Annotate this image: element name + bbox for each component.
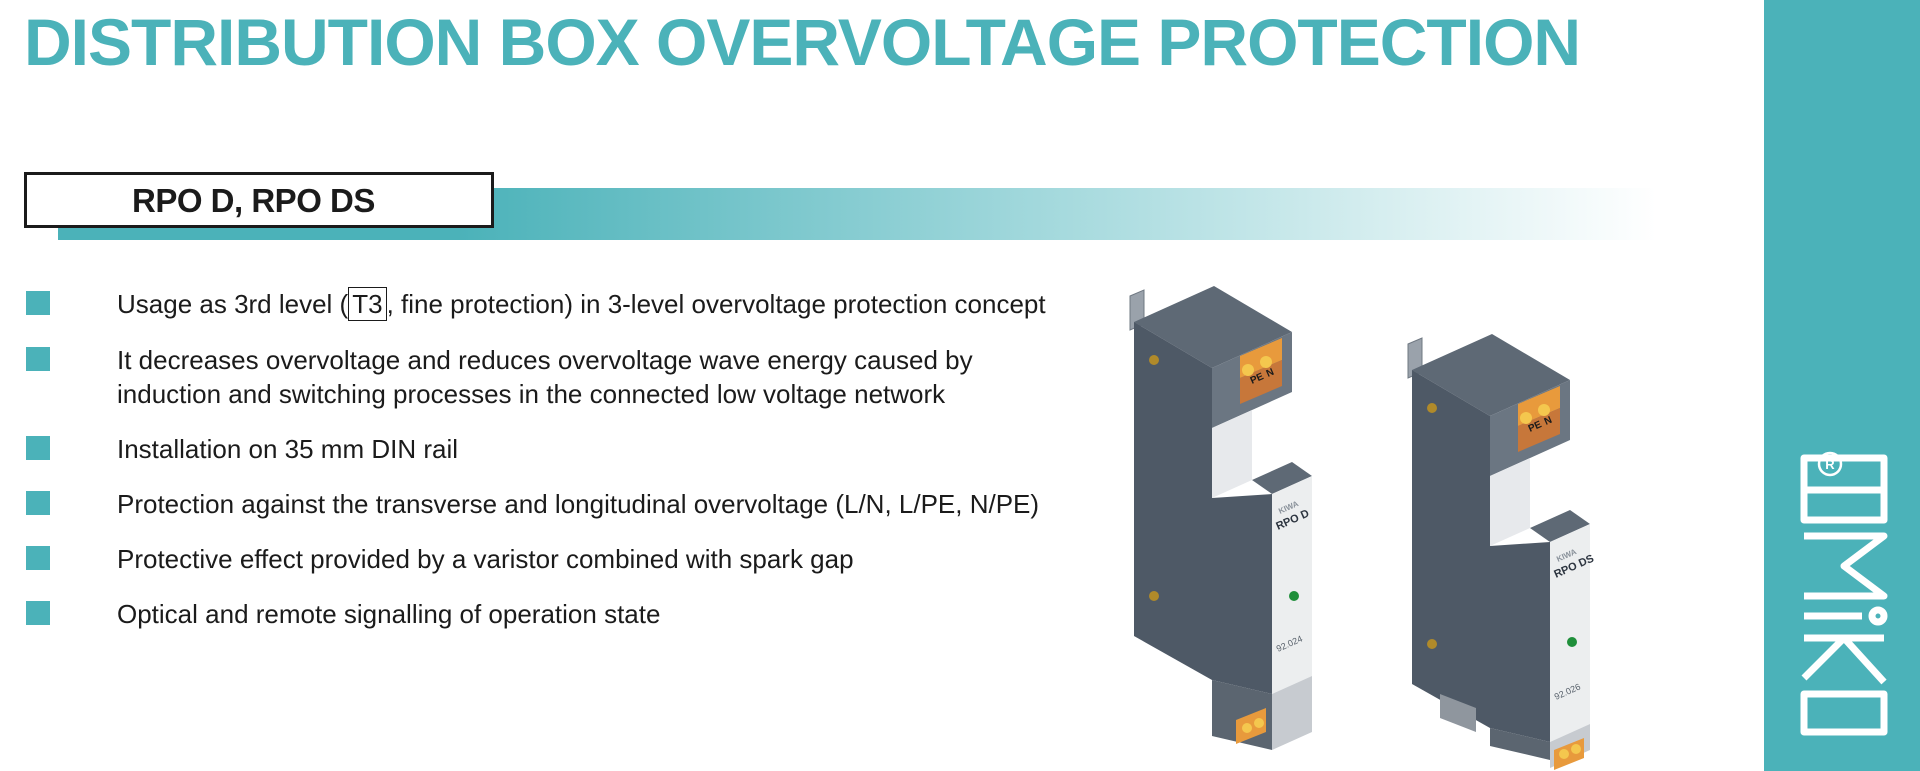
- feature-text: Usage as 3rd level (T3, fine protection)…: [117, 287, 1046, 321]
- terminal-label: N: [1543, 415, 1554, 428]
- terminal-label: PE: [1527, 419, 1544, 435]
- kiwa-logo: [1800, 454, 1888, 736]
- feature-text: Protection against the transverse and lo…: [117, 489, 1040, 519]
- registered-mark-icon: R: [1817, 451, 1843, 477]
- device-rpo-ds: PE N KIWA RPO DS 92.026: [1407, 334, 1596, 770]
- square-bullet-icon: [26, 436, 50, 460]
- terminal-label: PE: [1249, 371, 1266, 387]
- svg-text:R: R: [1825, 457, 1835, 472]
- square-bullet-icon: [26, 347, 50, 371]
- feature-text: It decreases overvoltage and reduces ove…: [117, 343, 1097, 411]
- device-rpo-d: PE N KIWA RPO D 92.024: [1129, 286, 1312, 750]
- product-image: PE N KIWA RPO D 92.024 PE N KIWA RPO DS …: [1129, 286, 1596, 770]
- feature-text-line: induction and switching processes in the…: [117, 379, 946, 409]
- square-bullet-icon: [26, 491, 50, 515]
- feature-text: Protective effect provided by a varistor…: [117, 544, 854, 574]
- square-bullet-icon: [26, 291, 50, 315]
- brand-strip: R: [1764, 0, 1920, 771]
- feature-text: Installation on 35 mm DIN rail: [117, 434, 459, 464]
- section-title: RPO D, RPO DS: [132, 182, 375, 219]
- feature-text: Optical and remote signalling of operati…: [117, 599, 661, 629]
- t3-class-tag: T3: [348, 287, 387, 321]
- feature-text-line: It decreases overvoltage and reduces ove…: [117, 345, 973, 375]
- terminal-label: N: [1265, 367, 1276, 380]
- section-title-box: RPO D, RPO DS: [24, 172, 494, 228]
- page-title: DISTRIBUTION BOX OVERVOLTAGE PROTECTION: [24, 5, 1581, 79]
- square-bullet-icon: [26, 546, 50, 570]
- square-bullet-icon: [26, 601, 50, 625]
